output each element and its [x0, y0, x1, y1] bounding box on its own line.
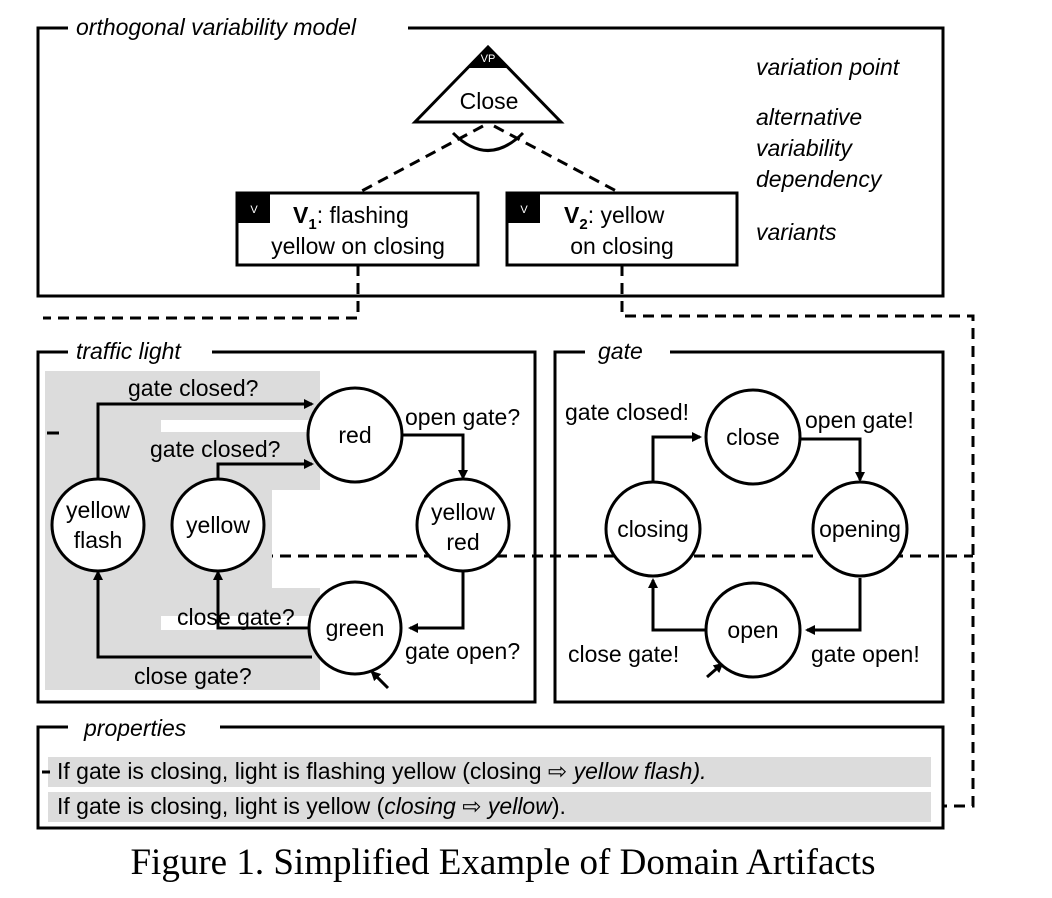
legend-variation-point: variation point	[756, 54, 901, 80]
v2-tag: V	[520, 204, 528, 216]
state-yellow-red-label-2: red	[446, 529, 479, 555]
state-yellow-flash-label-1: yellow	[66, 497, 130, 523]
dependency-v1	[357, 124, 484, 195]
edge-open-gate	[402, 433, 468, 480]
state-red	[306, 386, 404, 484]
variation-point: VP Close	[411, 44, 565, 124]
property-1: If gate is closing, light is flashing ye…	[57, 758, 707, 784]
edge-close-gate-outer	[93, 570, 312, 659]
label-close-gate-inner: close gate?	[177, 604, 295, 630]
label-close-gate-outer: close gate?	[134, 663, 252, 689]
state-green-label: green	[326, 615, 385, 641]
v2-label-line1: V2: yellow	[564, 202, 665, 233]
variant-v2: V V2: yellow on closing	[505, 191, 739, 267]
grey-region-outer	[45, 371, 320, 690]
trace-v2	[620, 265, 975, 808]
state-yellow-flash-label-2: flash	[74, 527, 123, 553]
properties-title: properties	[83, 715, 187, 741]
v1-label-line1: V1: flashing	[293, 202, 409, 233]
v2-label-line2: on closing	[570, 233, 674, 259]
properties-panel: properties If gate is closing, light is …	[36, 715, 945, 830]
edge-close-gate-g	[648, 578, 706, 632]
label-close-gate-g: close gate!	[568, 641, 679, 667]
label-gate-open-g: gate open!	[811, 641, 920, 667]
label-open-gate: open gate?	[405, 404, 520, 430]
edge-gate-closed	[651, 432, 702, 482]
label-open-gate-g: open gate!	[805, 407, 914, 433]
label-gate-open: gate open?	[405, 638, 520, 664]
traffic-light-title: traffic light	[76, 338, 182, 364]
ovm-title: orthogonal variability model	[76, 14, 357, 40]
label-gate-closed-outer: gate closed?	[128, 375, 258, 401]
edge-gate-open-g	[805, 578, 862, 635]
state-opening	[811, 480, 909, 578]
variant-v1: V V1: flashing yellow on closing	[235, 191, 480, 267]
dependency-v2	[493, 124, 621, 195]
state-yellow-flash	[50, 477, 146, 573]
trace-v1	[43, 265, 360, 320]
legend-alternative: alternative	[756, 104, 862, 130]
property-2: If gate is closing, light is yellow (clo…	[57, 793, 566, 819]
legend-variability: variability	[756, 135, 853, 161]
v1-tag: V	[250, 204, 258, 216]
traffic-light-panel: traffic light red yellow red green yello…	[36, 338, 537, 704]
vp-tag: VP	[481, 53, 496, 65]
state-yellow-red-label-1: yellow	[431, 499, 495, 525]
trace-links	[43, 265, 975, 808]
state-close	[704, 388, 802, 486]
edge-open-gate-g	[800, 437, 865, 482]
gate-panel: gate close opening open closing gate clo…	[553, 338, 945, 704]
label-gate-closed-inner: gate closed?	[150, 436, 280, 462]
state-closing	[604, 480, 702, 578]
edge-gate-closed-outer	[96, 399, 314, 479]
state-green	[307, 580, 403, 676]
state-yellow-label: yellow	[186, 512, 250, 538]
ovm-panel: orthogonal variability model VP Close V …	[36, 14, 945, 298]
state-closing-label: closing	[617, 516, 689, 542]
state-yellow	[170, 477, 266, 573]
ovm-legend: variation point alternative variability …	[756, 54, 901, 245]
edge-gate-open	[408, 568, 465, 633]
state-yellow-red	[415, 477, 511, 573]
initial-arrow-open	[706, 662, 724, 679]
state-opening-label: opening	[819, 516, 901, 542]
state-red-label: red	[338, 422, 371, 448]
vp-name: Close	[460, 88, 519, 114]
figure-caption: Figure 1. Simplified Example of Domain A…	[130, 842, 875, 883]
gate-title: gate	[598, 338, 643, 364]
state-close-label: close	[726, 424, 780, 450]
state-open-label: open	[727, 617, 778, 643]
v1-label-line2: yellow on closing	[271, 233, 445, 259]
label-gate-closed: gate closed!	[565, 399, 689, 425]
initial-arrow-green	[370, 670, 390, 690]
legend-variants: variants	[756, 219, 837, 245]
edge-close-gate-inner	[213, 570, 312, 630]
state-open	[704, 581, 802, 679]
legend-dependency: dependency	[756, 166, 883, 192]
